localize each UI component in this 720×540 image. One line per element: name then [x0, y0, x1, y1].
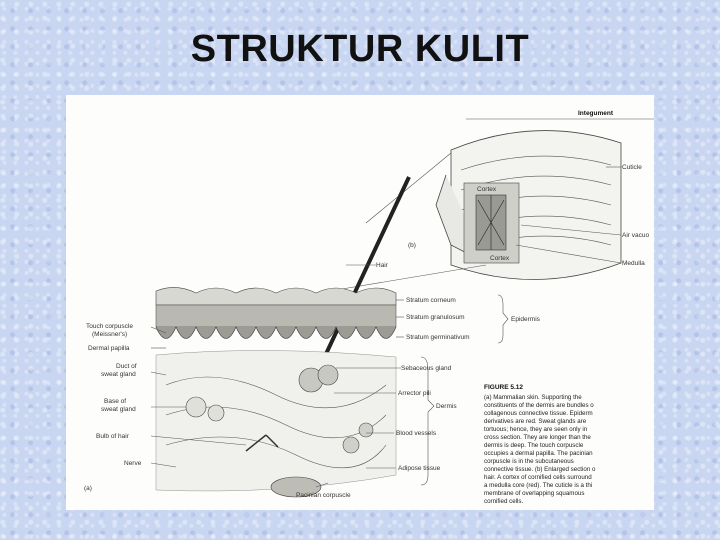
stratum-granulosum-label: Stratum granulosum [406, 314, 465, 321]
sweat-duct-sub-label: sweat gland [101, 371, 136, 378]
epidermis-brace [497, 294, 509, 344]
epidermis-layers [155, 287, 397, 339]
pacinian-corpuscle-label: Pacinian corpuscle [296, 492, 351, 499]
hair-label: Hair [376, 262, 389, 269]
cortex-lower-label: Cortex [490, 255, 510, 262]
caption-line: tortuous; hence, they are seen only in [484, 426, 588, 433]
blood-vessels-label: Blood vessels [396, 430, 437, 437]
caption-line: cornified cells. [484, 498, 523, 505]
caption-line: corpuscle is in the subcutaneous [484, 458, 574, 465]
slide-title: STRUKTUR KULIT [190, 28, 530, 70]
caption-line: cross section. They are longer than the [484, 434, 591, 441]
caption-line: collagenous connective tissue. Epiderm [484, 410, 593, 417]
skin-diagram: Integument Cortex Cortex Cuticle Air vac… [84, 110, 654, 505]
sweat-base-sub-label: sweat gland [101, 406, 136, 413]
dermis-brace [420, 356, 435, 486]
dermis-region [155, 350, 397, 498]
nerve-label: Nerve [124, 460, 142, 467]
arrector-pili-label: Arrector pili [398, 390, 431, 397]
epidermis-label: Epidermis [511, 316, 541, 323]
sebaceous-gland-label: Sebaceous gland [401, 365, 452, 372]
caption-line: (a) Mammalian skin. Supporting the [484, 394, 582, 401]
sweat-base-label: Base of [104, 398, 126, 405]
panel-b-label: (b) [408, 242, 416, 249]
caption-line: dermis is deep. The touch corpuscle [484, 442, 584, 449]
touch-corpuscle-label: Touch corpuscle [86, 323, 133, 330]
cortex-upper-label: Cortex [477, 186, 497, 193]
panel-a-label: (a) [84, 485, 92, 492]
caption-line: derivatives are red. Sweat glands are [484, 418, 587, 425]
zoom-line-top [365, 152, 452, 224]
figure-header: Integument [578, 110, 614, 117]
stratum-corneum-label: Stratum corneum [406, 297, 456, 304]
touch-corpuscle-sub-label: (Meissner's) [92, 331, 127, 338]
figure-caption: FIGURE 5.12 (a) Mammalian skin. Supporti… [484, 384, 596, 505]
caption-line: membrane of overlapping squamous [484, 490, 584, 497]
dermal-papilla-label: Dermal papilla [88, 345, 130, 352]
air-vacuole-label: Air vacuo [622, 232, 649, 239]
zoom-line-bottom [335, 264, 487, 291]
caption-line: a medulla core (red). The cuticle is a t… [484, 482, 592, 489]
adipose-tissue-label: Adipose tissue [398, 465, 441, 472]
dermis-label: Dermis [436, 403, 457, 410]
caption-line: hair. A cortex of cornified cells surrou… [484, 474, 592, 481]
stratum-germinativum-label: Stratum germinativum [406, 334, 470, 341]
skin-structure-figure: Integument Cortex Cortex Cuticle Air vac… [66, 95, 654, 510]
caption-line: connective tissue. (b) Enlarged section … [484, 466, 596, 473]
medulla-label: Medulla [622, 260, 645, 267]
caption-heading: FIGURE 5.12 [484, 384, 523, 391]
bulb-of-hair-label: Bulb of hair [96, 433, 130, 440]
sweat-duct-label: Duct of [116, 363, 137, 370]
hair-cross-section [435, 130, 622, 280]
caption-line: constituents of the dermis are bundles o [484, 402, 594, 409]
caption-line: occupies a dermal papilla. The pacinian [484, 450, 593, 457]
cuticle-label: Cuticle [622, 164, 642, 171]
